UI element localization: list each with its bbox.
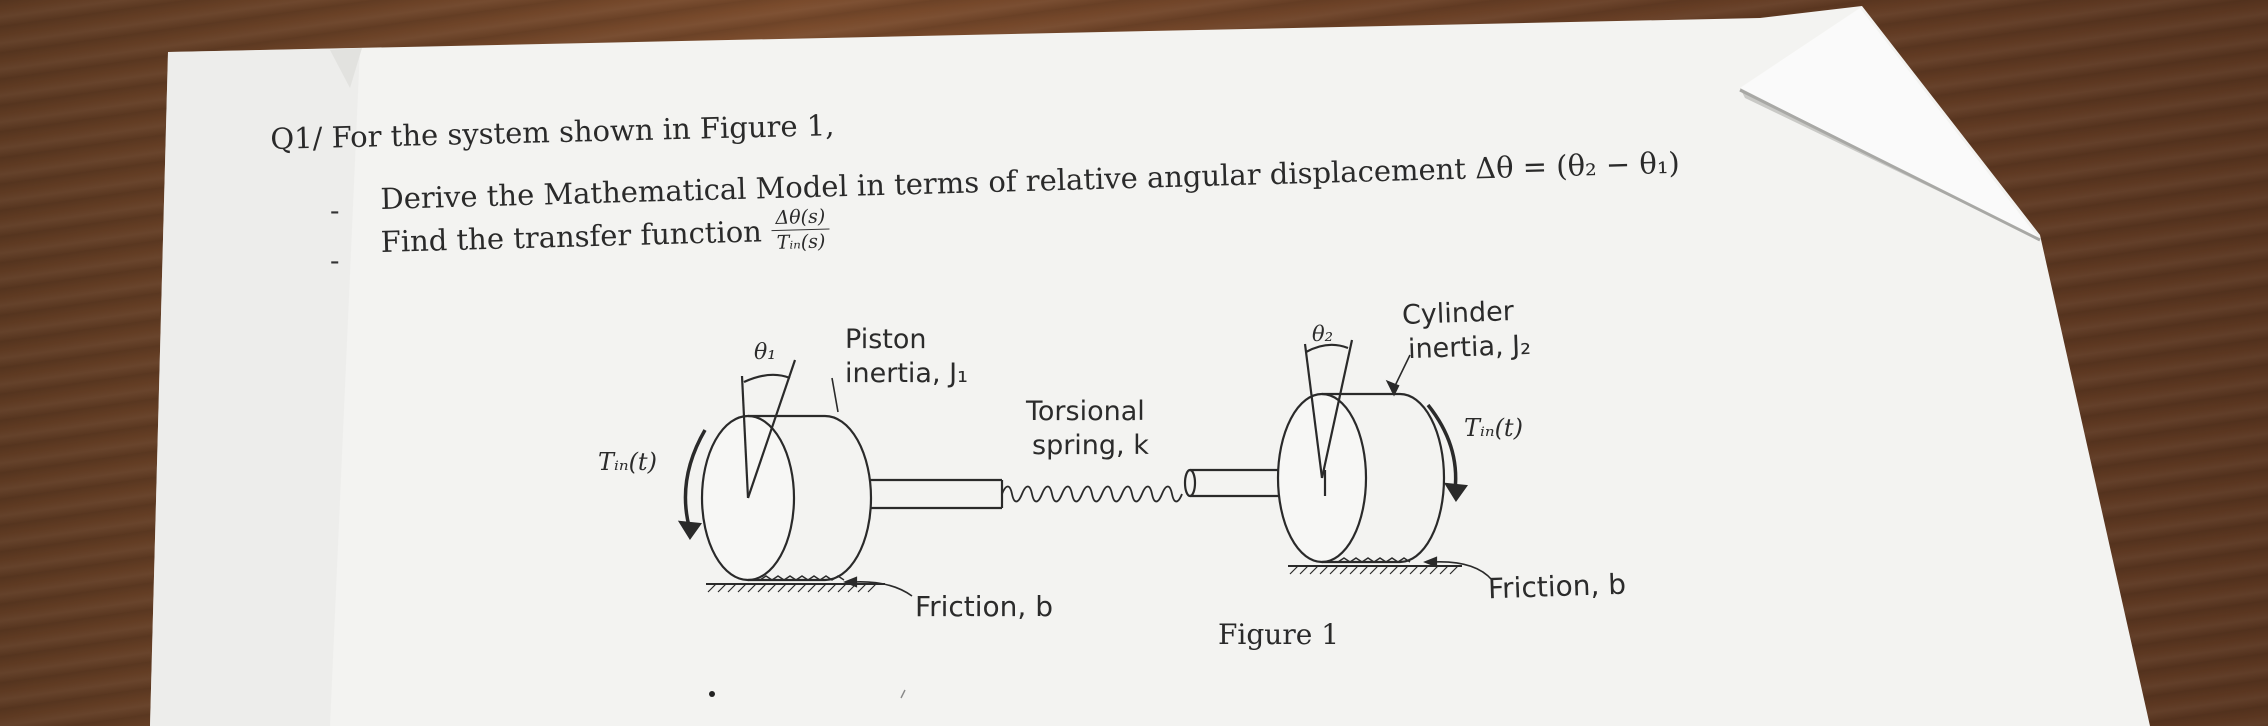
cylinder-label-line2: inertia, J₂: [1407, 329, 1532, 366]
cylinder-back-edge: [1399, 392, 1446, 564]
shaft-right-end: [1183, 468, 1197, 498]
friction-right-pad: [1337, 557, 1411, 563]
right-torque-arrow: [1426, 403, 1458, 491]
piston-label-line2: inertia, J₁: [845, 358, 968, 389]
figure-caption: Figure 1: [1218, 618, 1340, 651]
cylinder-label-line1: Cylinder: [1401, 296, 1515, 331]
spring-label-line2: spring, k: [1032, 430, 1149, 461]
mechanical-diagram: [677, 339, 1493, 597]
piston-leader: [831, 377, 839, 413]
piston-label-line1: Piston: [845, 324, 927, 355]
fold-crease: [1739, 88, 2041, 242]
right-torque-arrowhead: [1443, 482, 1468, 502]
spring-label-line1: Torsional: [1026, 396, 1145, 427]
paper-tear: [330, 48, 362, 88]
ground-left-hatch: [707, 583, 877, 593]
cylinder-leader-head: [1385, 379, 1400, 397]
paper-surface: [150, 6, 2150, 726]
fraction-denominator: Tᵢₙ(s): [776, 230, 826, 254]
ink-dot: [709, 691, 715, 697]
left-torque-label: Tᵢₙ(t): [598, 448, 657, 476]
bullet-dash-1: -: [330, 194, 340, 227]
theta1-reference-line: [740, 375, 750, 499]
friction-right-leader: [1431, 561, 1493, 581]
theta2-reference-line: [1303, 343, 1324, 479]
friction-left-leader-head: [843, 576, 858, 588]
theta1-arm: [746, 359, 797, 499]
right-torque-label: Tᵢₙ(t): [1464, 414, 1523, 442]
pencil-mark: [900, 689, 906, 699]
theta1-label: θ₁: [754, 340, 777, 365]
ground-right-hatch: [1289, 565, 1459, 575]
theta2-arc: [1305, 343, 1349, 353]
paper-shade: [150, 48, 360, 726]
theta2-arm: [1320, 339, 1354, 479]
piston-back-edge: [824, 414, 873, 582]
left-torque-arrowhead: [677, 520, 702, 540]
friction-left-pad: [759, 575, 845, 581]
theta2-label: θ₂: [1312, 322, 1334, 346]
friction-left-label: Friction, b: [915, 590, 1053, 623]
friction-left-leader: [851, 580, 913, 597]
torsional-spring-coil: [1001, 485, 1183, 503]
bullet-transfer-function-text: Find the transfer function: [380, 213, 763, 259]
left-torque-arrow: [683, 429, 707, 531]
friction-right-label: Friction, b: [1487, 567, 1627, 606]
theta1-arc: [743, 373, 791, 383]
friction-right-leader-head: [1423, 556, 1438, 568]
fraction-numerator: Δθ(s): [771, 205, 830, 232]
transfer-function-fraction: Δθ(s) Tᵢₙ(s): [771, 205, 830, 254]
bullet-dash-2: -: [330, 244, 340, 277]
folded-corner: [1740, 8, 2040, 240]
